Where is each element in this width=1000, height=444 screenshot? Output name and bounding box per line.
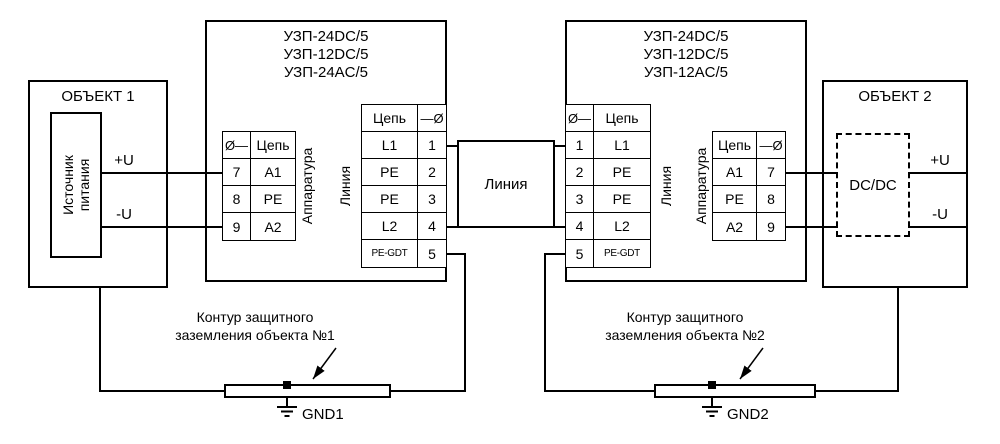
circuit-header-cell: Цепь (713, 132, 757, 159)
uzp-right-models: УЗП-24DC/5 УЗП-12DC/5 УЗП-12AC/5 (565, 28, 807, 82)
circuit-cell: L2 (362, 213, 418, 240)
terminal-cell: 1 (566, 132, 594, 159)
terminal-cell: 2 (566, 159, 594, 186)
terminal-cell: 3 (418, 186, 446, 213)
terminal-cell: 9 (757, 213, 785, 240)
contour1-line1: Контур защитного (196, 309, 314, 325)
circuit-cell: PE (594, 186, 650, 213)
uzp-right-apparatus-table: Цепь —Ø A1 7 PE 8 A2 9 (712, 131, 786, 241)
uzp-left-model-2: УЗП-12DC/5 (283, 46, 369, 63)
dcdc-converter-box: DC/DC (836, 133, 910, 237)
terminal-header-cell: —Ø (757, 132, 785, 159)
circuit-header-cell: Цепь (251, 132, 295, 159)
circuit-cell: L1 (594, 132, 650, 159)
line-box-label: Линия (484, 175, 528, 193)
wire-pegdt-right-to-gnd2 (544, 253, 656, 392)
power-source-label-line2: питания (76, 158, 92, 212)
terminal-header-cell: Ø— (566, 105, 594, 132)
circuit-cell: A2 (713, 213, 757, 240)
contour2-line1: Контур защитного (626, 309, 744, 325)
uzp-right-line-label: Линия (658, 165, 674, 207)
uzp-right-model-3: УЗП-12AC/5 (643, 64, 729, 81)
terminal-cell: 1 (418, 132, 446, 159)
uzp-left-line-label: Линия (337, 165, 353, 207)
power-source-label: Источник питания (60, 155, 92, 215)
circuit-cell: L2 (594, 213, 650, 240)
circuit-cell: PE (251, 186, 295, 213)
gnd2-bar (654, 384, 816, 398)
circuit-header-cell: Цепь (594, 105, 650, 132)
power-source-label-line1: Источник (60, 155, 76, 215)
object2-plus-u-label: +U (930, 152, 950, 169)
circuit-cell: PE (362, 159, 418, 186)
ground-symbol-1-icon (277, 397, 297, 417)
circuit-cell: PE (594, 159, 650, 186)
uzp-right-model-1: УЗП-24DC/5 (643, 28, 729, 45)
uzp-left-apparatus-table: Ø— Цепь 7 A1 8 PE 9 A2 (222, 131, 296, 241)
gnd2-clamp (708, 381, 716, 389)
terminal-cell: 4 (566, 213, 594, 240)
wire-pegdt-left-to-gnd1 (389, 253, 466, 392)
grounding-contour2-annotation: Контур защитного заземления объекта №2 (590, 308, 780, 344)
terminal-cell: 5 (566, 240, 594, 267)
annotation-arrows (312, 347, 764, 380)
circuit-cell: PE-GDT (594, 240, 650, 267)
terminal-header-cell: —Ø (418, 105, 446, 132)
uzp-right-apparatus-label: Аппаратура (693, 147, 709, 225)
uzp-left-models: УЗП-24DC/5 УЗП-12DC/5 УЗП-24AC/5 (205, 28, 447, 82)
wires (99, 145, 966, 392)
dcdc-label: DC/DC (849, 176, 897, 194)
circuit-cell: PE (713, 186, 757, 213)
terminal-cell: 8 (223, 186, 251, 213)
object1-box (28, 80, 168, 288)
gnd1-label: GND1 (302, 406, 344, 423)
terminal-header-cell: Ø— (223, 132, 251, 159)
object2-minus-u-label: -U (932, 206, 948, 223)
object2-box (822, 80, 968, 288)
uzp-left-line-table: Цепь —Ø L1 1 PE 2 PE 3 L2 4 PE-GDT 5 (361, 104, 447, 268)
gnd1-bar (224, 384, 391, 398)
power-source-box (50, 112, 102, 258)
arrow-to-gnd2-bar (739, 347, 764, 380)
terminal-cell: 5 (418, 240, 446, 267)
arrow-to-gnd1-bar (312, 347, 337, 380)
terminal-cell: 4 (418, 213, 446, 240)
circuit-cell: A1 (713, 159, 757, 186)
uzp-right-model-2: УЗП-12DC/5 (643, 46, 729, 63)
terminal-cell: 7 (757, 159, 785, 186)
wire-object1-to-gnd1 (99, 287, 226, 392)
object1-minus-u-label: -U (116, 206, 132, 223)
line-box: Линия (457, 140, 555, 228)
terminal-cell: 3 (566, 186, 594, 213)
object1-title: ОБЪЕКТ 1 (61, 88, 135, 105)
circuit-cell: A2 (251, 213, 295, 240)
terminal-cell: 7 (223, 159, 251, 186)
circuit-cell: PE-GDT (362, 240, 418, 267)
ground-bars (224, 381, 816, 398)
circuit-cell: PE (362, 186, 418, 213)
uzp-right-line-table: Ø— Цепь 1 L1 2 PE 3 PE 4 L2 5 PE-GDT (565, 104, 651, 268)
contour1-line2: заземления объекта №1 (175, 327, 335, 343)
wire-object2-to-gnd2 (814, 287, 899, 392)
uzp-left-apparatus-label: Аппаратура (299, 147, 315, 225)
terminal-cell: 2 (418, 159, 446, 186)
terminal-cell: 9 (223, 213, 251, 240)
uzp-left-model-1: УЗП-24DC/5 (283, 28, 369, 45)
circuit-cell: L1 (362, 132, 418, 159)
ground-symbol-2-icon (702, 397, 722, 417)
contour2-line2: заземления объекта №2 (605, 327, 765, 343)
gnd2-label: GND2 (727, 406, 769, 423)
object2-title: ОБЪЕКТ 2 (858, 88, 932, 105)
object1-plus-u-label: +U (114, 152, 134, 169)
uzp-left-model-3: УЗП-24AC/5 (283, 64, 369, 81)
gnd1-clamp (283, 381, 291, 389)
terminal-cell: 8 (757, 186, 785, 213)
grounding-contour1-annotation: Контур защитного заземления объекта №1 (160, 308, 350, 344)
circuit-cell: A1 (251, 159, 295, 186)
circuit-header-cell: Цепь (362, 105, 418, 132)
